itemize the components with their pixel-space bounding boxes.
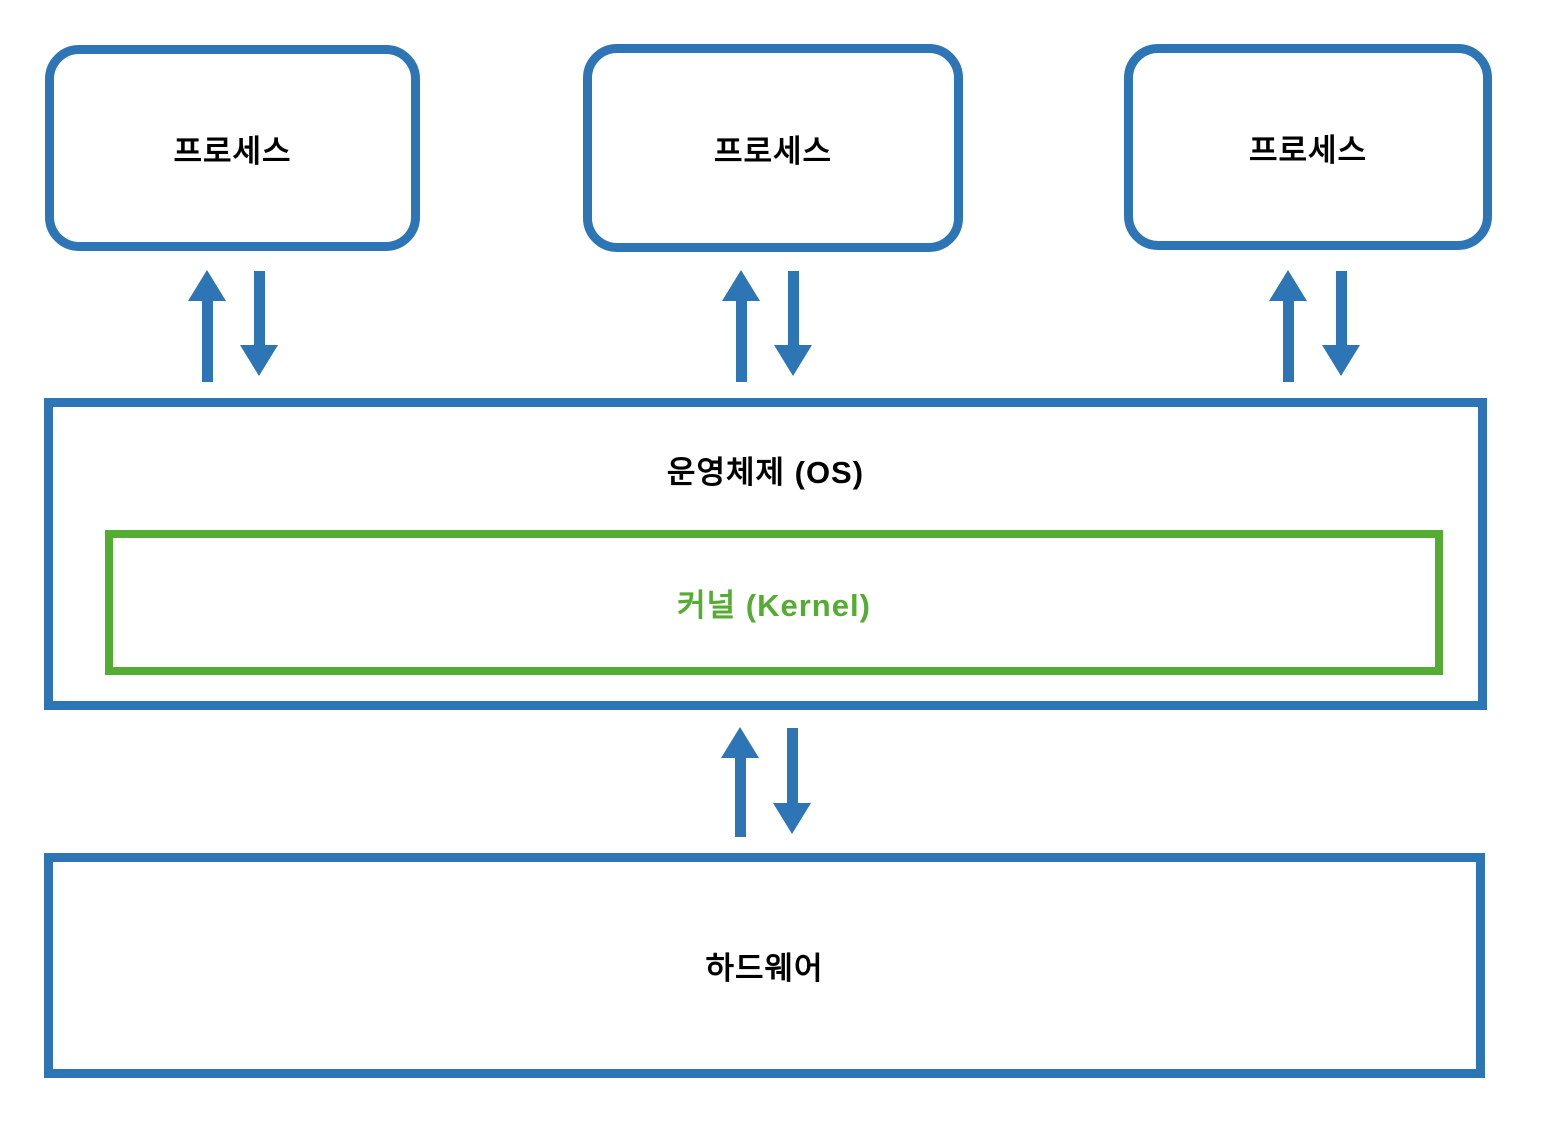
up-arrow-shaft bbox=[735, 297, 747, 382]
process-3-label: 프로세스 bbox=[1248, 132, 1368, 168]
process-box-2: 프로세스 bbox=[583, 44, 963, 252]
process-box-3: 프로세스 bbox=[1124, 44, 1492, 250]
process-box-1: 프로세스 bbox=[45, 45, 420, 251]
down-arrow-head bbox=[774, 345, 812, 376]
up-arrow-head bbox=[188, 270, 226, 301]
up-arrow-head bbox=[721, 727, 759, 758]
down-arrow-head bbox=[773, 803, 811, 834]
os-label: 운영체제 (OS) bbox=[666, 455, 865, 490]
up-arrow-head bbox=[1269, 270, 1307, 301]
down-arrow-shaft bbox=[253, 271, 265, 349]
up-arrow-icon bbox=[721, 727, 759, 837]
up-arrow-shaft bbox=[201, 297, 213, 382]
up-arrow-icon bbox=[188, 270, 226, 382]
down-arrow-icon bbox=[1322, 271, 1360, 376]
down-arrow-shaft bbox=[787, 271, 799, 349]
down-arrow-icon bbox=[774, 271, 812, 376]
down-arrow-head bbox=[240, 345, 278, 376]
up-arrow-icon bbox=[1269, 270, 1307, 382]
up-arrow-head bbox=[722, 270, 760, 301]
down-arrow-shaft bbox=[786, 728, 798, 807]
hardware-box: 하드웨어 bbox=[44, 853, 1485, 1078]
up-arrow-shaft bbox=[734, 754, 746, 837]
kernel-label: 커널 (Kernel) bbox=[677, 588, 871, 623]
down-arrow-head bbox=[1322, 345, 1360, 376]
down-arrow-icon bbox=[773, 728, 811, 834]
hardware-label: 하드웨어 bbox=[705, 951, 824, 986]
kernel-box: 커널 (Kernel) bbox=[105, 530, 1443, 675]
up-arrow-icon bbox=[722, 270, 760, 382]
process-1-label: 프로세스 bbox=[173, 133, 292, 169]
process-2-label: 프로세스 bbox=[713, 133, 833, 169]
down-arrow-shaft bbox=[1335, 271, 1347, 349]
down-arrow-icon bbox=[240, 271, 278, 376]
os-box: 운영체제 (OS) 커널 (Kernel) bbox=[44, 398, 1487, 710]
up-arrow-shaft bbox=[1282, 297, 1294, 382]
